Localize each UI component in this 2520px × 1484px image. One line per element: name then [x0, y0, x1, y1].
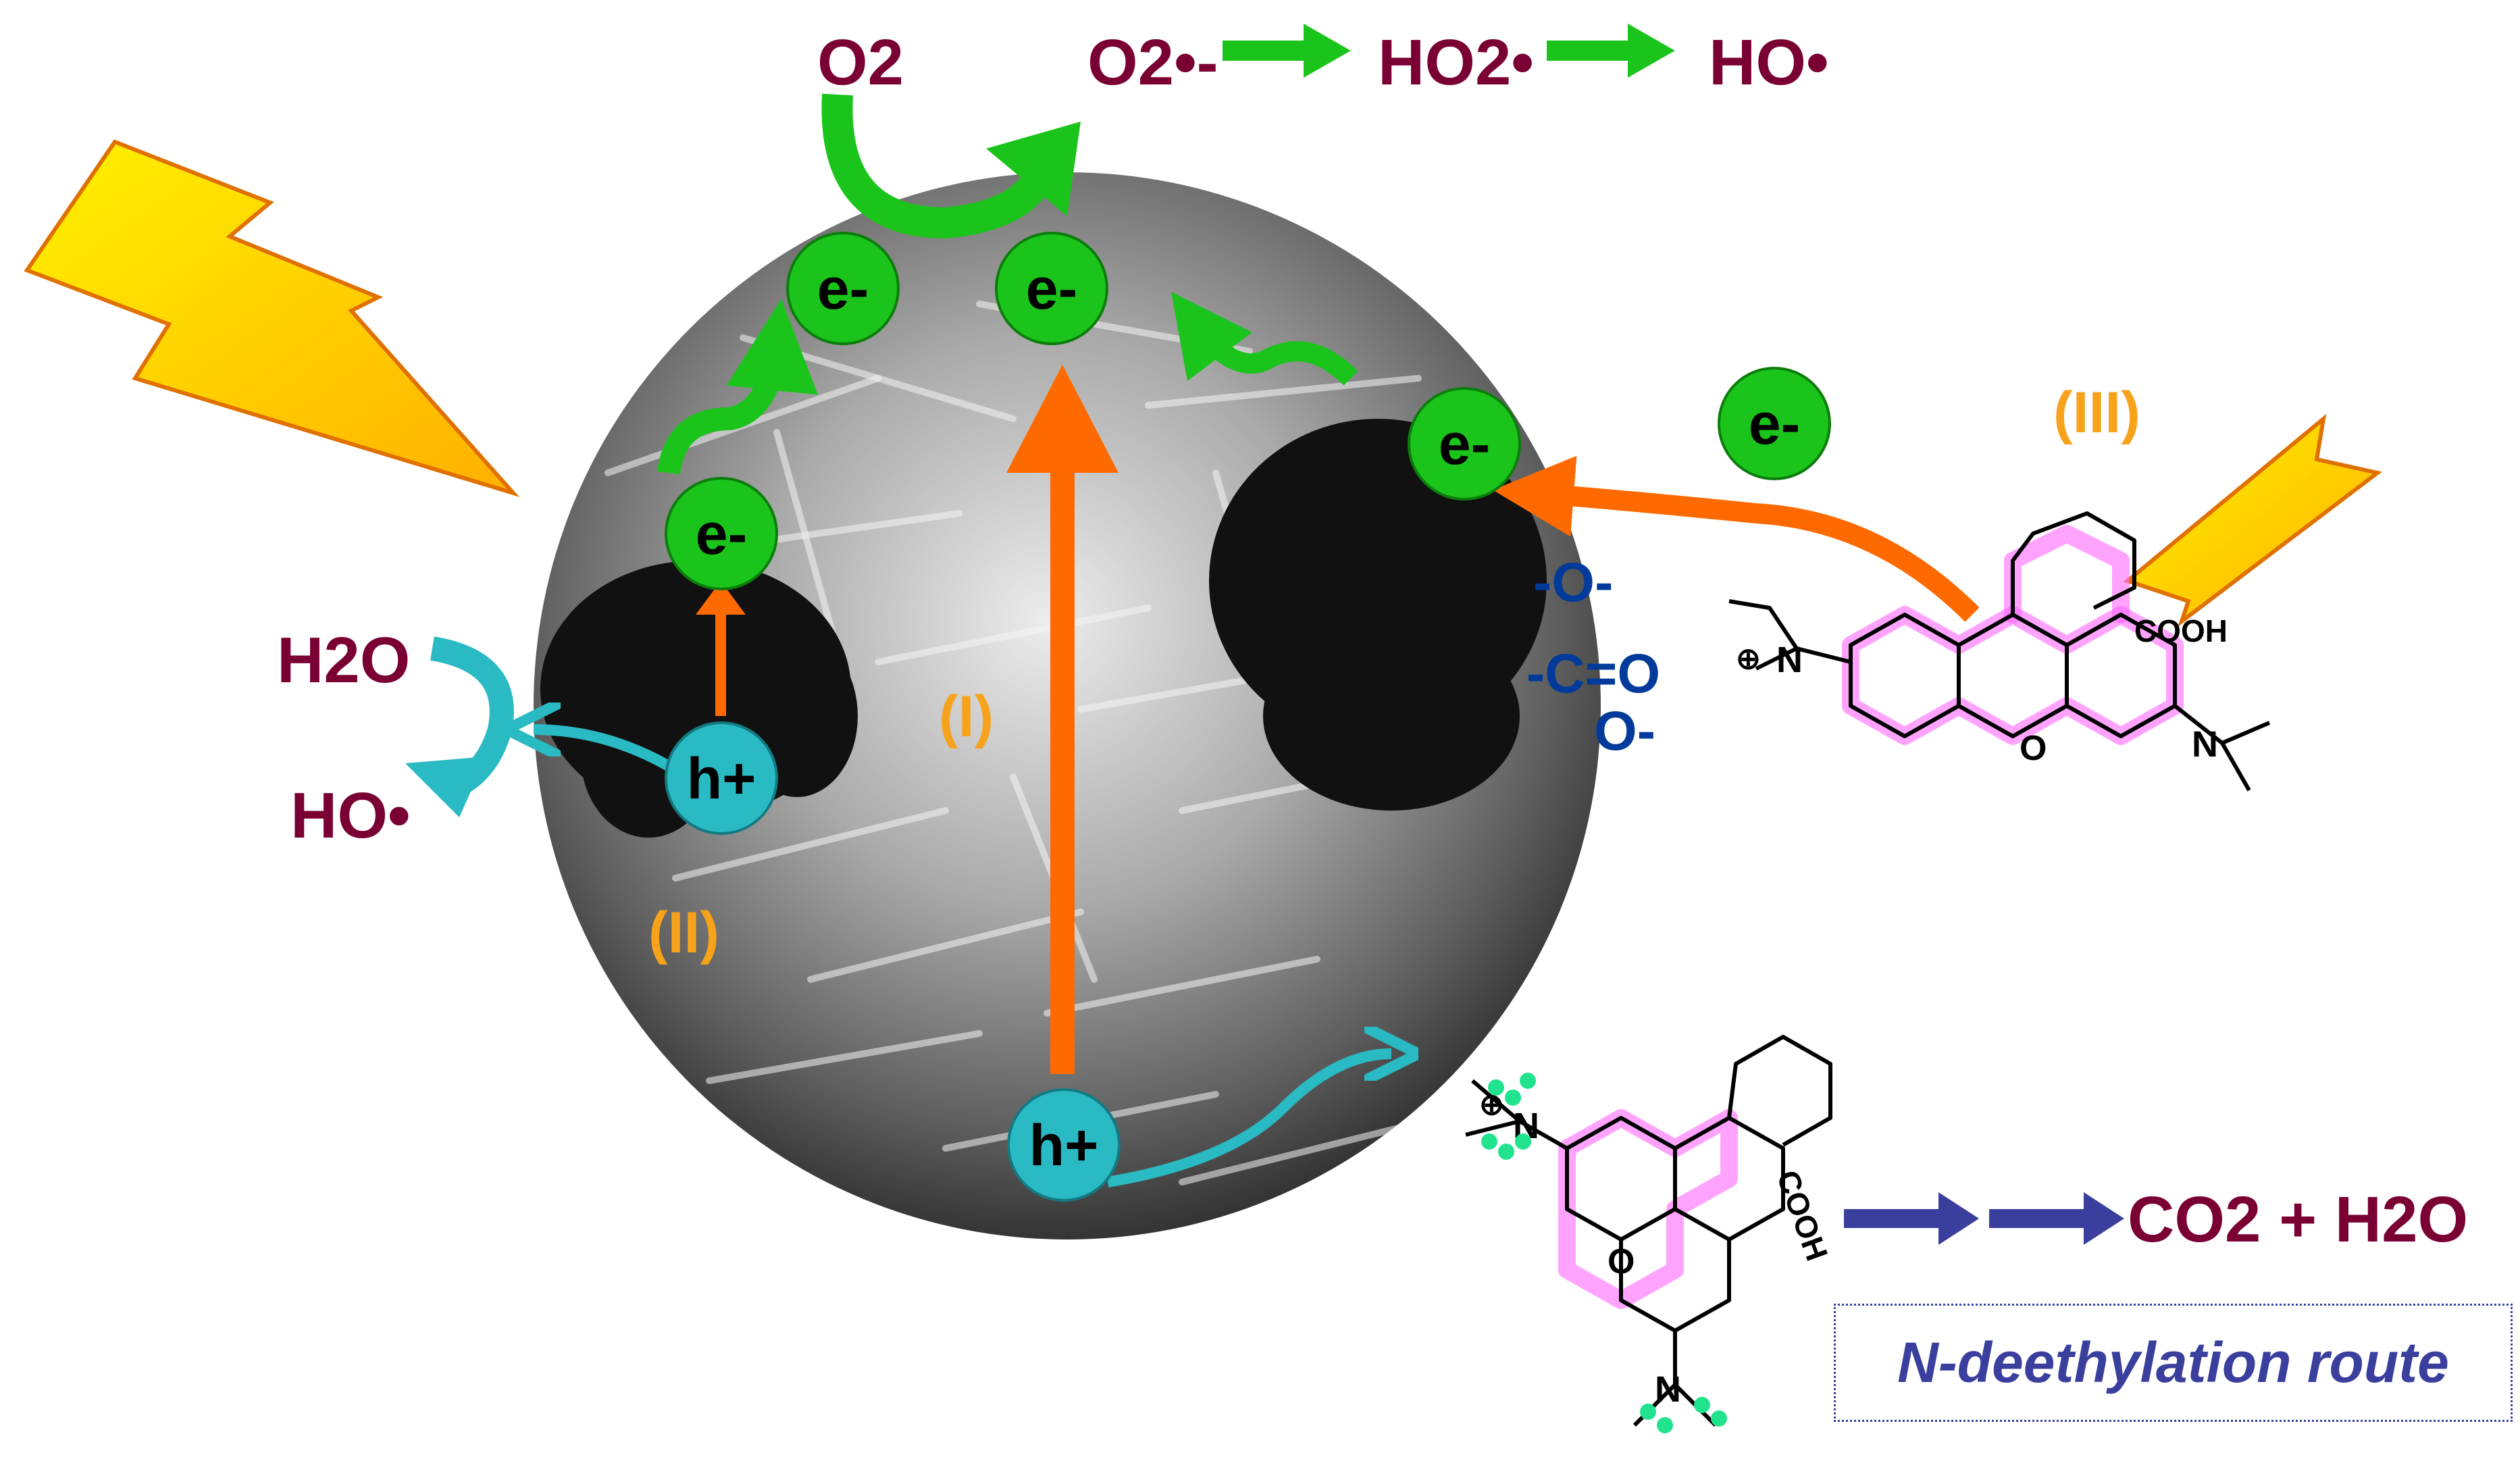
- o2-reduction-arrowhead: [986, 122, 1081, 216]
- hole-to-dye-arrow: [1106, 1054, 1391, 1187]
- chain-arrow-1: [1223, 24, 1351, 78]
- electron-carrier-free: e-: [1718, 367, 1831, 480]
- svg-text:⊕: ⊕: [1736, 642, 1761, 675]
- svg-text:N: N: [1776, 640, 1803, 680]
- label-o-minus-2: O-: [1594, 700, 1655, 762]
- svg-text:h+: h+: [1029, 1113, 1099, 1178]
- svg-text:O: O: [2020, 729, 2047, 768]
- rhodamine-dye-lower: N ⊕ N O COOH: [1465, 1035, 1835, 1433]
- label-carbonyl: -C=O: [1526, 643, 1660, 705]
- electron-carrier-left: e-: [665, 477, 778, 590]
- water-oxidation-arrowhead: [405, 757, 486, 817]
- svg-text:N: N: [1655, 1369, 1681, 1410]
- label-o2: O2: [817, 26, 904, 99]
- degradation-arrow-2: [1989, 1192, 2124, 1245]
- svg-text:N: N: [2192, 724, 2218, 765]
- svg-text:COOH: COOH: [1770, 1166, 1835, 1265]
- electron-carrier-top: e-: [995, 232, 1108, 345]
- svg-text:e-: e-: [1749, 392, 1800, 457]
- svg-text:e-: e-: [1439, 412, 1490, 477]
- chain-arrow-2: [1547, 24, 1675, 78]
- electron-transfer-arrow-left: [657, 299, 818, 475]
- svg-text:O: O: [1608, 1242, 1635, 1281]
- svg-text:e-: e-: [1026, 257, 1077, 322]
- svg-text:COOH: COOH: [2134, 613, 2228, 648]
- electron-carrier-right: e-: [1408, 387, 1521, 501]
- label-products: CO2 + H2O: [2128, 1183, 2468, 1256]
- degradation-arrow-1: [1844, 1192, 1979, 1245]
- electron-carrier-top-left: e-: [786, 232, 900, 345]
- route-label-box: N-deethylation route: [1834, 1304, 2513, 1422]
- label-route-ii: (II): [648, 900, 719, 965]
- hole-carrier-bottom: h+: [1007, 1088, 1121, 1202]
- svg-text:e-: e-: [696, 502, 747, 567]
- dye-injection-arrow: [1493, 455, 1980, 622]
- electron-transfer-arrow-right: [1171, 292, 1358, 386]
- label-hydroxyl-top: HO•: [1709, 26, 1829, 99]
- label-superoxide: O2•-: [1087, 26, 1218, 99]
- hole-carrier-left: h+: [665, 721, 778, 835]
- excitation-arrow-left: [696, 581, 746, 716]
- o2-reduction-arrow: [821, 93, 1054, 239]
- rhodamine-dye-upper: O N ⊕ N COOH: [1728, 511, 2271, 792]
- svg-text:e-: e-: [817, 257, 869, 322]
- route-label: N-deethylation route: [1897, 1331, 2449, 1394]
- lightning-bolt-right-icon: [2123, 413, 2382, 628]
- hole-to-water-arrow: [534, 730, 679, 775]
- label-water: H2O: [277, 624, 410, 696]
- svg-text:h+: h+: [687, 746, 756, 811]
- excitation-arrow-main: [1006, 365, 1118, 1074]
- label-route-i: (I): [939, 684, 994, 749]
- label-hydroxyl-left: HO•: [290, 779, 411, 852]
- label-route-iii: (III): [2053, 380, 2140, 445]
- label-o-minus: -O-: [1533, 552, 1613, 613]
- label-hydroperoxyl: HO2•: [1378, 26, 1534, 99]
- lightning-bolt-left-icon: [24, 139, 520, 497]
